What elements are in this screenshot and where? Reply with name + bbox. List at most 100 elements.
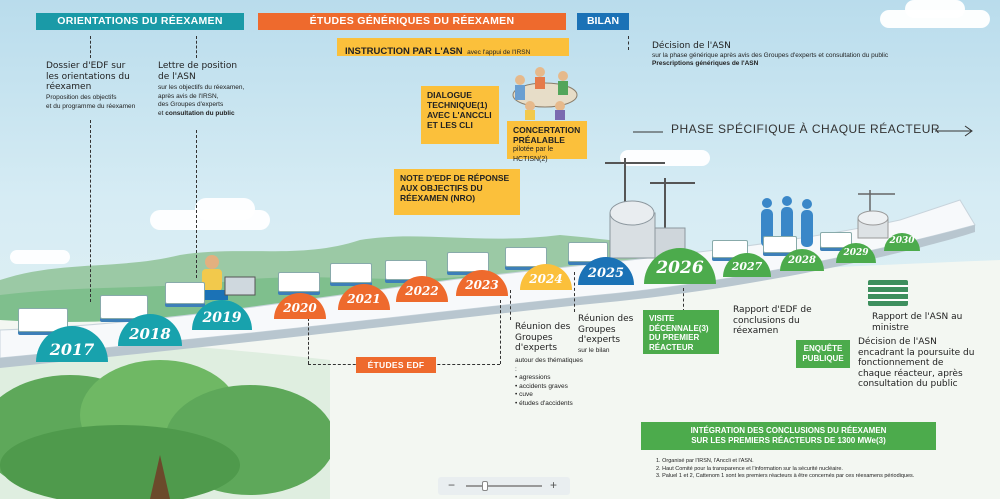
footnote: 1. Organisé par l'IRSN, l'Anccli et l'AS…: [656, 458, 754, 464]
reunion-1-item-text: agressions: [519, 374, 551, 381]
integration-line-1: INTÉGRATION DES CONCLUSIONS DU RÉEXAMEN: [690, 426, 887, 435]
books-icon: [868, 280, 908, 306]
arrow-line-icon: [633, 131, 663, 133]
document-stack: [568, 242, 608, 262]
lettre-small-line: et consultation du public: [158, 110, 268, 119]
dome-2022-shape: [396, 276, 448, 302]
dome-2023-shape: [456, 270, 508, 296]
decision-asn-text: Décision de l'ASN encadrant la poursuite…: [858, 337, 975, 389]
reunion-1-item-text: études d'accidents: [519, 399, 573, 407]
connector-line: [510, 290, 511, 320]
document-stack: [330, 263, 372, 283]
bilan-decision-bold: Prescriptions génériques de l'ASN: [652, 60, 759, 67]
reunion-1-item: • cuve: [515, 391, 533, 398]
etudes-edf-label: ÉTUDES EDF: [356, 357, 436, 373]
reunion-1-item-text: accidents graves: [519, 382, 568, 390]
document-stack: [385, 260, 427, 280]
connector-line: [683, 288, 684, 312]
power-plant-illustration: [605, 158, 695, 259]
zoom-out-button[interactable]: −: [448, 478, 456, 492]
document-stack: [278, 272, 320, 292]
bilan-decision-detail: sur la phase générique après avis des Gr…: [652, 51, 889, 59]
year-label-2025: 2025: [587, 266, 625, 281]
dome-2028-shape: [780, 249, 824, 271]
orientations-dossier-text: Dossier d'EDF sur les orientations du ré…: [46, 61, 130, 92]
dome-2017-shape: [36, 326, 108, 362]
cloud: [195, 198, 255, 220]
connector-line: [308, 318, 309, 364]
arrow-right-icon: [935, 125, 973, 137]
reunion-1-item: • agressions: [515, 374, 551, 381]
integration-banner: INTÉGRATION DES CONCLUSIONS DU RÉEXAMEN …: [641, 422, 936, 450]
instruction-banner: INSTRUCTION PAR L'ASN avec l'appui de l'…: [337, 38, 569, 57]
dome-2018-shape: [118, 314, 182, 346]
phase-specifique-label: PHASE SPÉCIFIQUE À CHAQUE RÉACTEUR: [671, 122, 941, 136]
cloud: [905, 0, 965, 18]
bilan-decision-title: Décision de l'ASN: [652, 41, 731, 51]
instruction-title: INSTRUCTION PAR L'ASN: [345, 46, 463, 57]
year-label-2023: 2023: [465, 278, 499, 292]
year-label-2017: 2017: [49, 340, 95, 359]
dome-2020-shape: [274, 293, 326, 319]
header-bilan: BILAN: [577, 13, 629, 30]
reunion-experts-2-detail: sur le bilan: [578, 347, 610, 354]
lettre-small-line: après avis de l'IRSN,: [158, 92, 219, 100]
reunion-1-lead: autour des thématiques :: [515, 357, 583, 373]
dome-2021-shape: [338, 284, 390, 310]
reunion-experts-1-title: Réunion des Groupes d'experts: [515, 322, 571, 353]
connector-line: [196, 36, 197, 58]
connector-line: [574, 272, 575, 312]
document-stack: [820, 232, 852, 248]
zoom-in-button[interactable]: +: [550, 478, 558, 492]
year-label-2022: 2022: [405, 284, 439, 298]
integration-line-2: SUR LES PREMIERS RÉACTEURS DE 1300 MWe(3…: [691, 436, 886, 445]
lettre-small-line: sur les objectifs du réexamen,: [158, 84, 245, 91]
year-label-2020: 2020: [283, 301, 317, 315]
reunion-experts-2-title: Réunion des Groupes d'experts: [578, 314, 634, 345]
concertation-main: CONCERTATION PRÉALABLE: [513, 125, 581, 145]
meeting-illustration: [512, 67, 578, 120]
year-label-2028: 2028: [788, 255, 816, 266]
header-etudes: ÉTUDES GÉNÉRIQUES DU RÉEXAMEN: [258, 13, 566, 30]
reunion-1-item: • accidents graves: [515, 382, 568, 390]
lettre-small-line: des Groupes d'experts: [158, 101, 224, 108]
dome-2027-shape: [723, 253, 771, 277]
orientations-proposition-text: Proposition des objectifs et du programm…: [46, 94, 146, 111]
footnotes: 1. Organisé par l'IRSN, l'Anccli et l'AS…: [656, 458, 986, 481]
dome-2024-shape: [520, 264, 572, 290]
lettre-small-pre: et: [158, 109, 166, 117]
connector-line: [196, 130, 197, 278]
connector-line: [628, 36, 629, 50]
dialogue-technique-box: DIALOGUE TECHNIQUE(1) AVEC L'ANCCLI ET L…: [421, 86, 499, 144]
year-label-2021: 2021: [347, 292, 381, 306]
header-orientations: ORIENTATIONS DU RÉEXAMEN: [36, 13, 244, 30]
zoom-control: − +: [438, 477, 570, 495]
concertation-sub: pilotée par le HCTISN(2): [513, 146, 554, 163]
document-stack: [447, 252, 489, 272]
dome-2030-shape: [884, 233, 920, 251]
document-stack: [763, 236, 797, 253]
orientations-small-line: et du programme du réexamen: [46, 102, 136, 110]
year-label-2024: 2024: [529, 272, 563, 286]
document-stack: [165, 282, 205, 304]
zoom-slider-handle[interactable]: [482, 481, 488, 491]
footnote: 2. Haut Comité pour la transparence et l…: [656, 465, 843, 472]
enquete-publique-box: ENQUÊTE PUBLIQUE: [796, 340, 850, 368]
connector-line: [500, 300, 501, 364]
year-label-2030: 2030: [889, 236, 915, 246]
dome-2029-shape: [836, 243, 876, 263]
visite-decennale-box: VISITE DÉCENNALE(3) DU PREMIER RÉACTEUR: [643, 310, 719, 354]
note-nro-box: NOTE D'EDF DE RÉPONSE AUX OBJECTIFS DU R…: [394, 169, 520, 215]
person-laptop-illustration: [198, 255, 256, 300]
reunion-1-item: • études d'accidents: [515, 399, 573, 407]
lettre-small-bold: consultation du public: [165, 109, 235, 117]
rapport-edf-text: Rapport d'EDF de conclusions du réexamen: [733, 305, 812, 336]
document-stack: [18, 308, 68, 332]
year-label-2018: 2018: [129, 325, 171, 343]
zoom-slider-track[interactable]: [466, 485, 542, 487]
dome-2025-shape: [578, 257, 634, 285]
orientations-small-line: Proposition des objectifs: [46, 94, 117, 101]
power-plant-distant: [857, 190, 895, 239]
year-label-2029: 2029: [843, 248, 869, 258]
